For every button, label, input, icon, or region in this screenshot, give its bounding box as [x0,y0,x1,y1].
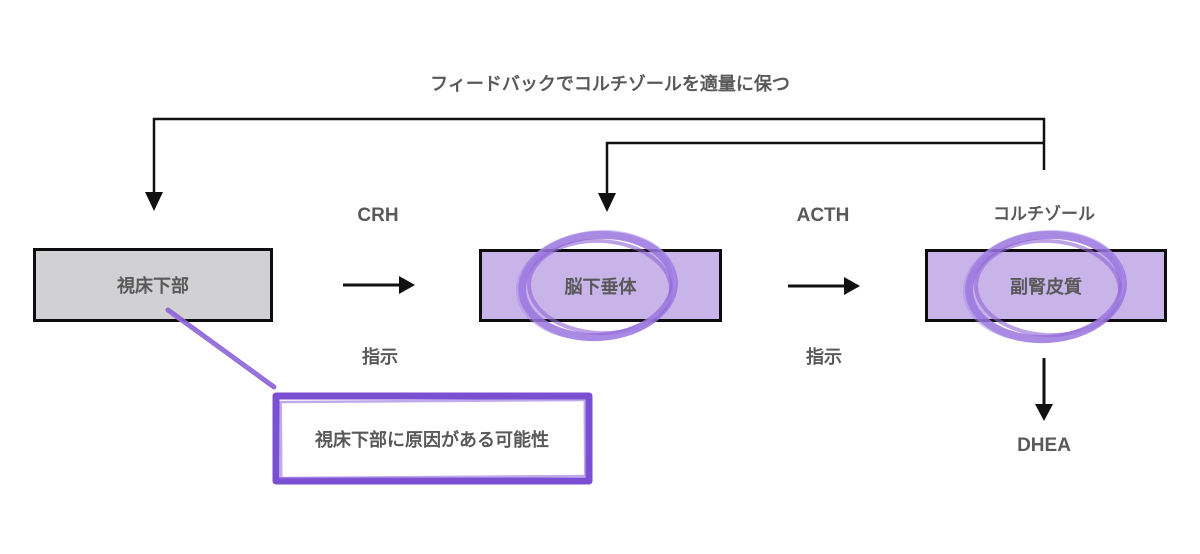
label-acth: ACTH [796,205,850,226]
feedback-arrow-to-hypothalamus [152,117,1046,197]
label-instruction-2: 指示 [806,347,842,367]
feedback-arrowhead-hypothalamus-icon [145,192,163,211]
node-hypothalamus: 視床下部 [33,248,273,322]
node-adrenal-label: 副腎皮質 [1010,276,1082,297]
flow-arrowhead-dhea-icon [1035,404,1053,421]
flow-arrow-crh [343,276,415,294]
label-cortisol: コルチゾール [993,204,1095,224]
flow-arrowhead-crh-icon [399,276,415,294]
flow-arrowhead-acth-icon [844,277,860,295]
node-pituitary: 脳下垂体 [479,249,722,322]
callout-text: 視床下部に原因がある可能性 [315,430,549,450]
label-dhea: DHEA [1017,435,1071,456]
feedback-arrow-to-pituitary [605,141,1044,198]
node-hypothalamus-label: 視床下部 [117,276,189,296]
label-instruction-1: 指示 [362,347,398,367]
node-pituitary-label: 脳下垂体 [564,276,637,297]
flow-arrow-dhea [1035,358,1053,421]
flow-arrow-acth [788,277,860,295]
label-crh: CRH [357,205,399,226]
node-adrenal: 副腎皮質 [925,249,1167,322]
diagram-title: フィードバックでコルチゾールを適量に保つ [430,74,790,94]
feedback-arrowhead-pituitary-icon [598,193,616,212]
